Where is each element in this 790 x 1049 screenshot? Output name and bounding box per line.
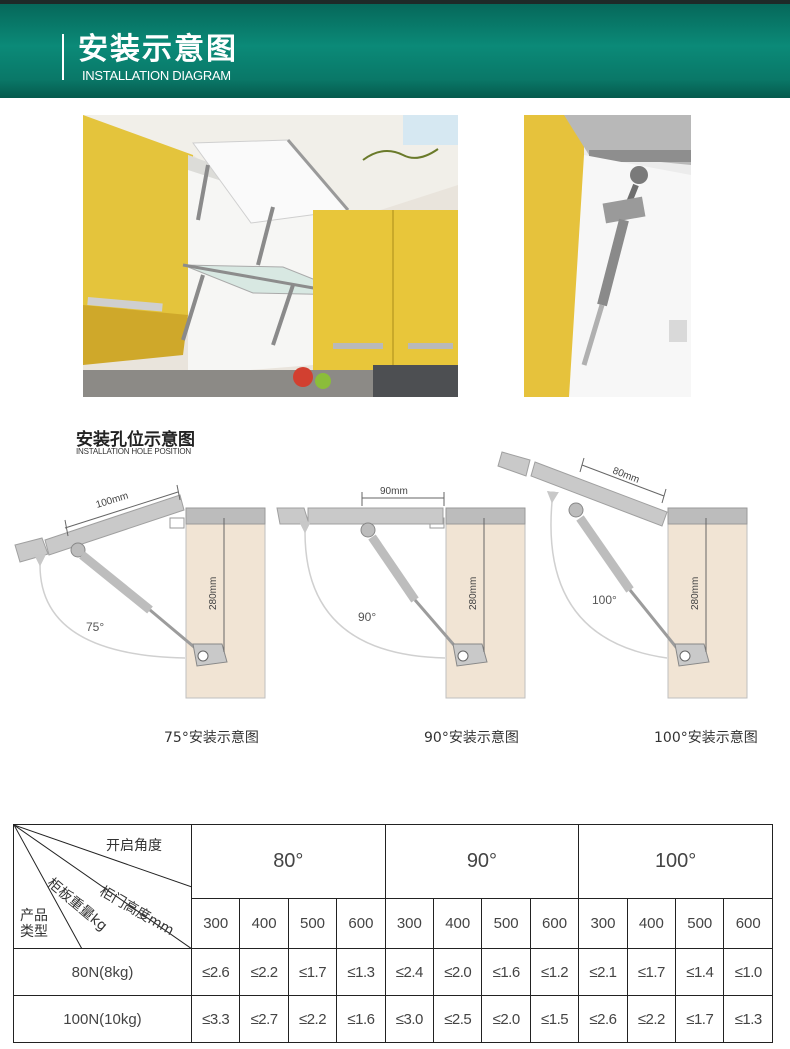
table-cell: ≤1.2 bbox=[529, 948, 580, 996]
length-header: 400 bbox=[626, 898, 677, 949]
table-cell: ≤3.0 bbox=[384, 995, 435, 1043]
angle-header-90: 90° bbox=[384, 824, 580, 899]
angle-header-100: 100° bbox=[578, 824, 773, 899]
diagram-100: 80mm 280mm 100° bbox=[497, 451, 748, 699]
table-cell: ≤2.1 bbox=[578, 948, 628, 996]
length-header: 600 bbox=[529, 898, 580, 949]
length-header: 500 bbox=[287, 898, 338, 949]
diagram-75: 100mm 280mm 75° bbox=[14, 484, 266, 699]
table-cell: ≤1.7 bbox=[287, 948, 338, 996]
gas-strut-closeup-photo bbox=[524, 115, 691, 397]
kitchen-cabinet-photo bbox=[83, 115, 458, 397]
page-subtitle: INSTALLATION DIAGRAM bbox=[82, 68, 231, 83]
diagram-90-width: 90mm bbox=[380, 486, 408, 497]
installation-diagrams: 100mm 280mm 75° 90mm 280mm bbox=[14, 451, 748, 699]
gas-strut-illustration bbox=[524, 115, 691, 397]
table-corner-header: 开启角度 柜门高度mm 柜板重量kg 产品 类型 bbox=[13, 824, 192, 949]
spec-table: 开启角度 柜门高度mm 柜板重量kg 产品 类型 80° 90° 100° 30… bbox=[13, 824, 773, 1043]
length-header: 400 bbox=[239, 898, 289, 949]
corner-open-angle: 开启角度 bbox=[106, 838, 162, 854]
table-cell: ≤2.6 bbox=[190, 948, 241, 996]
table-row: 100N(10kg) ≤3.3 ≤2.7 ≤2.2 ≤1.6 ≤3.0 ≤2.5… bbox=[13, 995, 773, 1043]
header-divider bbox=[62, 34, 64, 80]
table-cell: ≤1.6 bbox=[336, 995, 386, 1043]
length-header: 300 bbox=[384, 898, 435, 949]
page-title: 安装示意图 bbox=[78, 32, 238, 67]
caption-75: 75°安装示意图 bbox=[164, 730, 259, 746]
kitchen-cabinet-illustration bbox=[83, 115, 458, 397]
table-cell: ≤2.4 bbox=[384, 948, 435, 996]
length-header: 600 bbox=[723, 898, 773, 949]
table-cell: ≤1.6 bbox=[481, 948, 531, 996]
row-label-80n: 80N(8kg) bbox=[13, 948, 192, 996]
length-header: 600 bbox=[336, 898, 386, 949]
hole-position-title: 安装孔位示意图 bbox=[76, 430, 195, 450]
table-cell: ≤3.3 bbox=[190, 995, 241, 1043]
corner-type-line2: 类型 bbox=[20, 924, 48, 940]
diagram-90-height: 280mm bbox=[468, 577, 479, 610]
diagram-75-width: 100mm bbox=[95, 491, 130, 511]
table-cell: ≤1.4 bbox=[675, 948, 725, 996]
angle-header-80: 80° bbox=[191, 824, 386, 899]
length-header: 500 bbox=[675, 898, 725, 949]
length-header: 500 bbox=[481, 898, 531, 949]
diagram-90: 90mm 280mm 90° bbox=[276, 486, 526, 699]
table-cell: ≤2.7 bbox=[239, 995, 289, 1043]
diagram-100-angle: 100° bbox=[592, 593, 617, 607]
table-cell: ≤2.0 bbox=[481, 995, 531, 1043]
table-cell: ≤1.3 bbox=[336, 948, 386, 996]
table-cell: ≤2.0 bbox=[433, 948, 483, 996]
caption-100: 100°安装示意图 bbox=[654, 730, 758, 746]
hole-position-subtitle: INSTALLATION HOLE POSITION bbox=[76, 447, 191, 456]
table-cell: ≤2.6 bbox=[578, 995, 628, 1043]
table-cell: ≤2.2 bbox=[287, 995, 338, 1043]
table-row: 80N(8kg) ≤2.6 ≤2.2 ≤1.7 ≤1.3 ≤2.4 ≤2.0 ≤… bbox=[13, 948, 773, 996]
table-cell: ≤1.0 bbox=[723, 948, 773, 996]
corner-diagonals bbox=[14, 825, 192, 949]
table-cell: ≤1.7 bbox=[626, 948, 677, 996]
corner-type-line1: 产品 bbox=[20, 908, 48, 924]
diagram-75-height: 280mm bbox=[208, 577, 219, 610]
table-cell: ≤2.5 bbox=[433, 995, 483, 1043]
table-cell: ≤2.2 bbox=[239, 948, 289, 996]
length-header: 300 bbox=[190, 898, 241, 949]
table-cell: ≤1.3 bbox=[723, 995, 773, 1043]
diagram-90-angle: 90° bbox=[358, 610, 376, 624]
table-cell: ≤1.5 bbox=[529, 995, 580, 1043]
length-header: 300 bbox=[578, 898, 628, 949]
caption-90: 90°安装示意图 bbox=[424, 730, 519, 746]
header-banner: 安装示意图 INSTALLATION DIAGRAM bbox=[0, 0, 790, 98]
diagram-100-height: 280mm bbox=[690, 577, 701, 610]
diagram-75-angle: 75° bbox=[86, 620, 104, 634]
table-cell: ≤1.7 bbox=[675, 995, 725, 1043]
table-cell: ≤2.2 bbox=[626, 995, 677, 1043]
row-label-100n: 100N(10kg) bbox=[13, 995, 192, 1043]
length-header: 400 bbox=[433, 898, 483, 949]
diagram-100-width: 80mm bbox=[611, 466, 641, 486]
